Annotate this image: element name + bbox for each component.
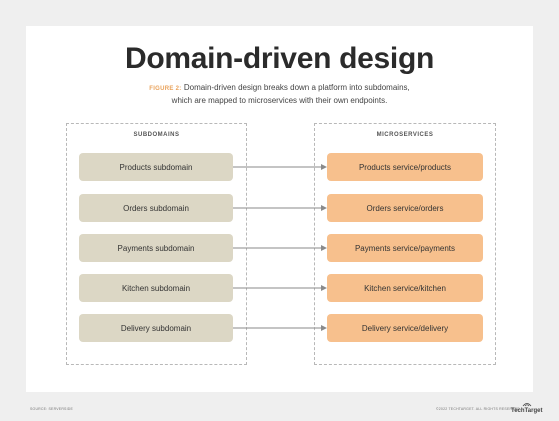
subdomain-box-products: Products subdomain (79, 153, 233, 181)
page-title: Domain-driven design (124, 42, 435, 75)
microservices-header: MICROSERVICES (376, 132, 434, 138)
service-box-payments: Payments service/payments (327, 234, 483, 262)
caption-line-2: which are mapped to microservices with t… (171, 96, 388, 105)
figure-label: FIGURE 2: (149, 86, 182, 92)
subdomains-panel (66, 123, 247, 365)
logo-mark-icon (522, 403, 532, 407)
service-box-kitchen: Kitchen service/kitchen (327, 274, 483, 302)
microservices-panel (314, 123, 496, 365)
subdomains-header: SUBDOMAINS (133, 132, 180, 138)
service-box-orders: Orders service/orders (327, 194, 483, 222)
logo-text: TechTarget (511, 408, 543, 414)
subdomain-box-kitchen: Kitchen subdomain (79, 274, 233, 302)
arrowhead-kitchen (321, 285, 327, 291)
service-box-delivery: Delivery service/delivery (327, 314, 483, 342)
arrowhead-payments (321, 245, 327, 251)
arrowhead-orders (321, 205, 327, 211)
arrowhead-products (321, 164, 327, 170)
service-box-products: Products service/products (327, 153, 483, 181)
copyright-notice: ©2022 TECHTARGET. ALL RIGHTS RESERVED. (436, 407, 522, 411)
figure-caption: FIGURE 2: Domain-driven design breaks do… (0, 82, 559, 106)
techtarget-logo: TechTarget (511, 402, 542, 414)
arrowhead-delivery (321, 325, 327, 331)
source-credit: SOURCE: SERVERSIDE (30, 407, 74, 411)
subdomain-box-payments: Payments subdomain (79, 234, 233, 262)
subdomain-box-delivery: Delivery subdomain (79, 314, 233, 342)
caption-line-1: Domain-driven design breaks down a platf… (183, 83, 410, 92)
subdomain-box-orders: Orders subdomain (79, 194, 233, 222)
